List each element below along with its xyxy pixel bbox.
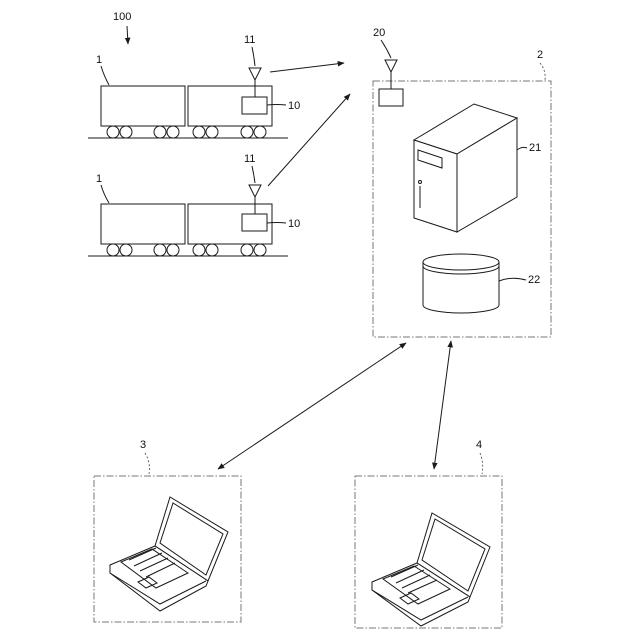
uplink-arrow-bottom [268,94,350,186]
server-leader [517,147,527,150]
server-antenna-leader [381,40,391,58]
server-system-leader [540,63,545,80]
train-label-bottom: 1 [96,173,102,185]
train-label-top: 1 [96,54,102,66]
terminal-4-label: 4 [476,439,482,451]
antenna-label-top: 11 [244,34,255,46]
terminal-3-label: 3 [140,439,146,451]
device-label-bottom: 10 [288,218,300,230]
antenna-icon [385,60,397,72]
device-leader-top [267,105,286,106]
terminal-4: 4 [355,439,502,628]
server-label: 21 [529,142,541,154]
antenna-label-bottom: 11 [244,153,255,165]
system-arrow [127,26,128,44]
wheels [107,126,266,138]
wheels [107,244,266,256]
device-leader-bottom [267,223,286,224]
terminal-4-leader [480,453,483,474]
antenna-icon [249,185,261,197]
train-car-front [101,204,185,244]
onboard-device-top [242,97,267,114]
onboard-device-bottom [242,214,267,231]
antenna-icon [249,68,261,80]
uplink-arrow-top [270,63,344,72]
antenna-leader-top [252,47,255,66]
laptop-icon [372,513,490,626]
device-label-top: 10 [288,100,300,112]
database-icon [423,254,499,313]
train-top: 1 11 10 [88,34,300,138]
antenna-leader-bottom [252,166,255,183]
link-arrow-terminal-3 [218,343,406,469]
base-station-device [379,89,403,106]
server-system: 2 20 21 22 [373,27,551,337]
terminal-3-leader [145,453,150,474]
system-label: 100 [113,11,131,23]
server-tower-icon [414,104,517,232]
train-leader-top [101,66,109,85]
server-system-label: 2 [537,49,543,61]
link-arrow-terminal-4 [434,341,451,469]
train-bottom: 1 11 10 [88,153,300,256]
database-leader [499,278,526,281]
server-antenna-label: 20 [373,27,385,39]
terminal-3: 3 [94,439,241,622]
train-car-front [101,86,185,126]
laptop-icon [110,497,228,611]
database-label: 22 [528,274,540,286]
train-leader-bottom [101,185,109,203]
